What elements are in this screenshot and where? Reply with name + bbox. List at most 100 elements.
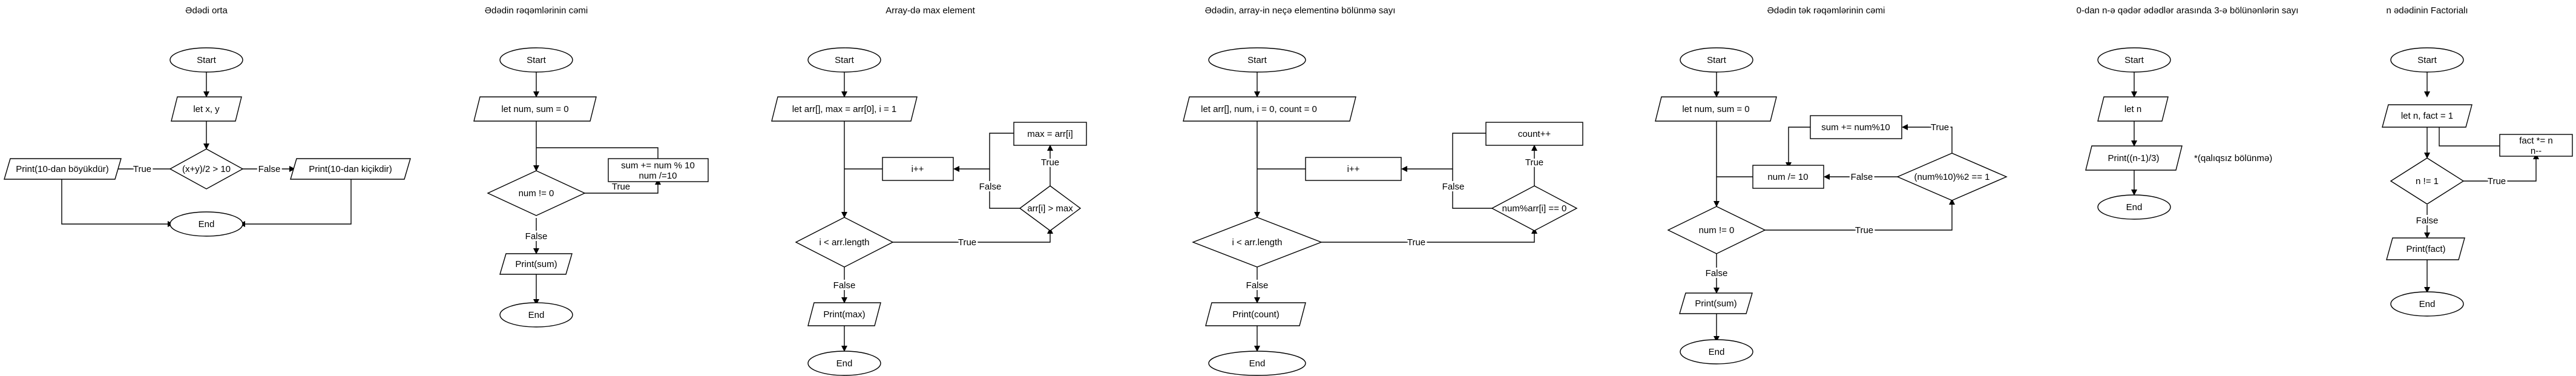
end-node: End (169, 211, 243, 237)
increment-label: i++ (912, 164, 924, 174)
count-node: count++ (1485, 122, 1583, 146)
loop-condition-node: num != 0 (1667, 206, 1766, 254)
print-node: Print(sum) (1679, 292, 1753, 314)
chart-title: Ədədin, array-in neçə elementinə bölünmə… (1205, 5, 1396, 16)
end-node: End (1208, 351, 1306, 376)
edge-label-true-inner: True (1931, 122, 1949, 133)
count-label: count++ (1518, 129, 1551, 139)
print-node: Print(fact) (2386, 237, 2465, 260)
init-label: let n, fact = 1 (2401, 111, 2453, 121)
chart-title: Ədədin rəqəmlərinin cəmi (485, 5, 588, 16)
input-node: let n (2097, 96, 2169, 122)
loop-body-line2: n-- (2531, 146, 2542, 156)
edge-label-true-inner: True (1525, 157, 1543, 168)
end-node: End (2390, 291, 2464, 317)
chart-title: 0-dan n-ə qədər ədədlər arasında 3-ə böl… (2077, 5, 2299, 16)
condition-label: n != 1 (2416, 176, 2439, 186)
print-label: Print(sum) (1695, 298, 1736, 309)
init-label: let num, sum = 0 (1682, 104, 1749, 114)
loop-condition-node: i < arr.length (1192, 217, 1322, 268)
odd-check-label: (num%10)%2 == 1 (1914, 172, 1990, 182)
loop-body-node: fact *= n n-- (2499, 134, 2573, 157)
init-label: let num, sum = 0 (501, 104, 568, 114)
edge-label-false-inner: False (1442, 182, 1465, 192)
print-true-label: Print(10-dan böyükdür) (16, 164, 108, 174)
chart-title: Ədədin tək rəqəmlərinin cəmi (1767, 5, 1885, 16)
compare-label: arr[i] > max (1027, 203, 1073, 214)
end-label: End (1249, 358, 1266, 369)
print-node: Print((n-1)/3) (2085, 145, 2183, 171)
start-node: Start (2390, 47, 2464, 73)
print-label: Print((n-1)/3) (2108, 153, 2159, 163)
edge-label-true-inner: True (1041, 157, 1059, 168)
edge-label-true: True (612, 182, 630, 192)
chart-title: Array-də max element (886, 5, 975, 16)
edges (2131, 72, 2137, 196)
start-label: Start (197, 55, 217, 65)
end-label: End (2126, 202, 2143, 213)
edges: True True False False (1704, 72, 1955, 342)
start-node: Start (499, 47, 573, 73)
note-label: *(qalıqsız bölünmə) (2194, 153, 2272, 163)
edges: True True False False (832, 72, 1061, 352)
edge-label-false: False (2416, 216, 2439, 226)
add-digit-label: sum += num%10 (1821, 122, 1890, 133)
edge-label-false-inner: False (979, 182, 1002, 192)
init-node: let arr[], max = arr[0], i = 1 (771, 96, 918, 122)
edges: True True False False (1244, 72, 1545, 352)
init-node: let n, fact = 1 (2382, 104, 2472, 128)
flowchart-divisibility-count: Ədədin, array-in neçə elementinə bölünmə… (1183, 5, 1583, 376)
print-label: Print(max) (823, 309, 865, 320)
edge-label-false: False (833, 280, 856, 291)
condition-node: num != 0 (487, 170, 586, 216)
flowchart-digit-sum: Ədədin rəqəmlərinin cəmi True False Star… (473, 5, 709, 328)
edges: True False (524, 72, 661, 305)
flowchart-divisible-by-three: 0-dan n-ə qədər ədədlər arasında 3-ə böl… (2077, 5, 2299, 220)
loop-condition-node: i < arr.length (795, 217, 894, 268)
edge-label-true: True (2488, 176, 2506, 186)
init-label: let arr[], num, i = 0, count = 0 (1201, 104, 1317, 114)
start-label: Start (1707, 55, 1727, 65)
edge-label-false: False (525, 231, 548, 242)
compare-node: arr[i] > max (1019, 185, 1082, 231)
input-node: let x, y (171, 96, 242, 122)
assign-max-node: max = arr[i] (1013, 122, 1087, 146)
condition-node: n != 1 (2390, 157, 2465, 205)
start-label: Start (1247, 55, 1267, 65)
flowchart-average: Ədədi orta True False Start let x, y (4, 5, 411, 237)
end-label: End (836, 358, 853, 369)
init-label: let arr[], max = arr[0], i = 1 (792, 104, 897, 114)
input-label: let x, y (193, 104, 220, 114)
end-node: End (499, 302, 573, 328)
loop-condition-label: num != 0 (1699, 225, 1735, 236)
edge-label-true: True (1855, 225, 1873, 236)
assign-max-label: max = arr[i] (1027, 129, 1073, 139)
loop-condition-label: i < arr.length (1232, 237, 1283, 248)
loop-body-line1: fact *= n (2519, 136, 2552, 146)
end-node: End (807, 351, 881, 376)
start-label: Start (2124, 55, 2144, 65)
add-digit-node: sum += num%10 (1810, 115, 1902, 139)
init-node: let num, sum = 0 (473, 96, 597, 122)
flowchart-odd-digit-sum: Ədədin tək rəqəmlərinin cəmi True True F… (1655, 5, 2008, 364)
edges: True False (2414, 72, 2539, 293)
odd-check-node: (num%10)%2 == 1 (1896, 153, 2008, 201)
edge-label-false-inner: False (1851, 172, 1873, 182)
chart-title: n ədədinin Factorialı (2386, 5, 2468, 16)
start-node: Start (169, 47, 243, 73)
start-node: Start (807, 47, 881, 73)
print-node: Print(sum) (499, 253, 573, 275)
end-label: End (1709, 347, 1725, 357)
loop-body-line1: sum += num % 10 (621, 160, 695, 171)
end-label: End (528, 310, 545, 320)
loop-condition-label: i < arr.length (820, 237, 870, 248)
divide-label: num /= 10 (1767, 172, 1808, 182)
increment-label: i++ (1347, 164, 1360, 174)
start-label: Start (2417, 55, 2437, 65)
input-label: let n (2124, 104, 2141, 114)
edge-label-false: False (1246, 280, 1269, 291)
flowchart-factorial: n ədədinin Factorialı True False Start l… (2382, 5, 2573, 317)
init-node: let arr[], num, i = 0, count = 0 (1183, 96, 1356, 122)
flowchart-array-max: Array-də max element True True False Fal… (771, 5, 1087, 376)
end-label: End (2419, 299, 2436, 309)
